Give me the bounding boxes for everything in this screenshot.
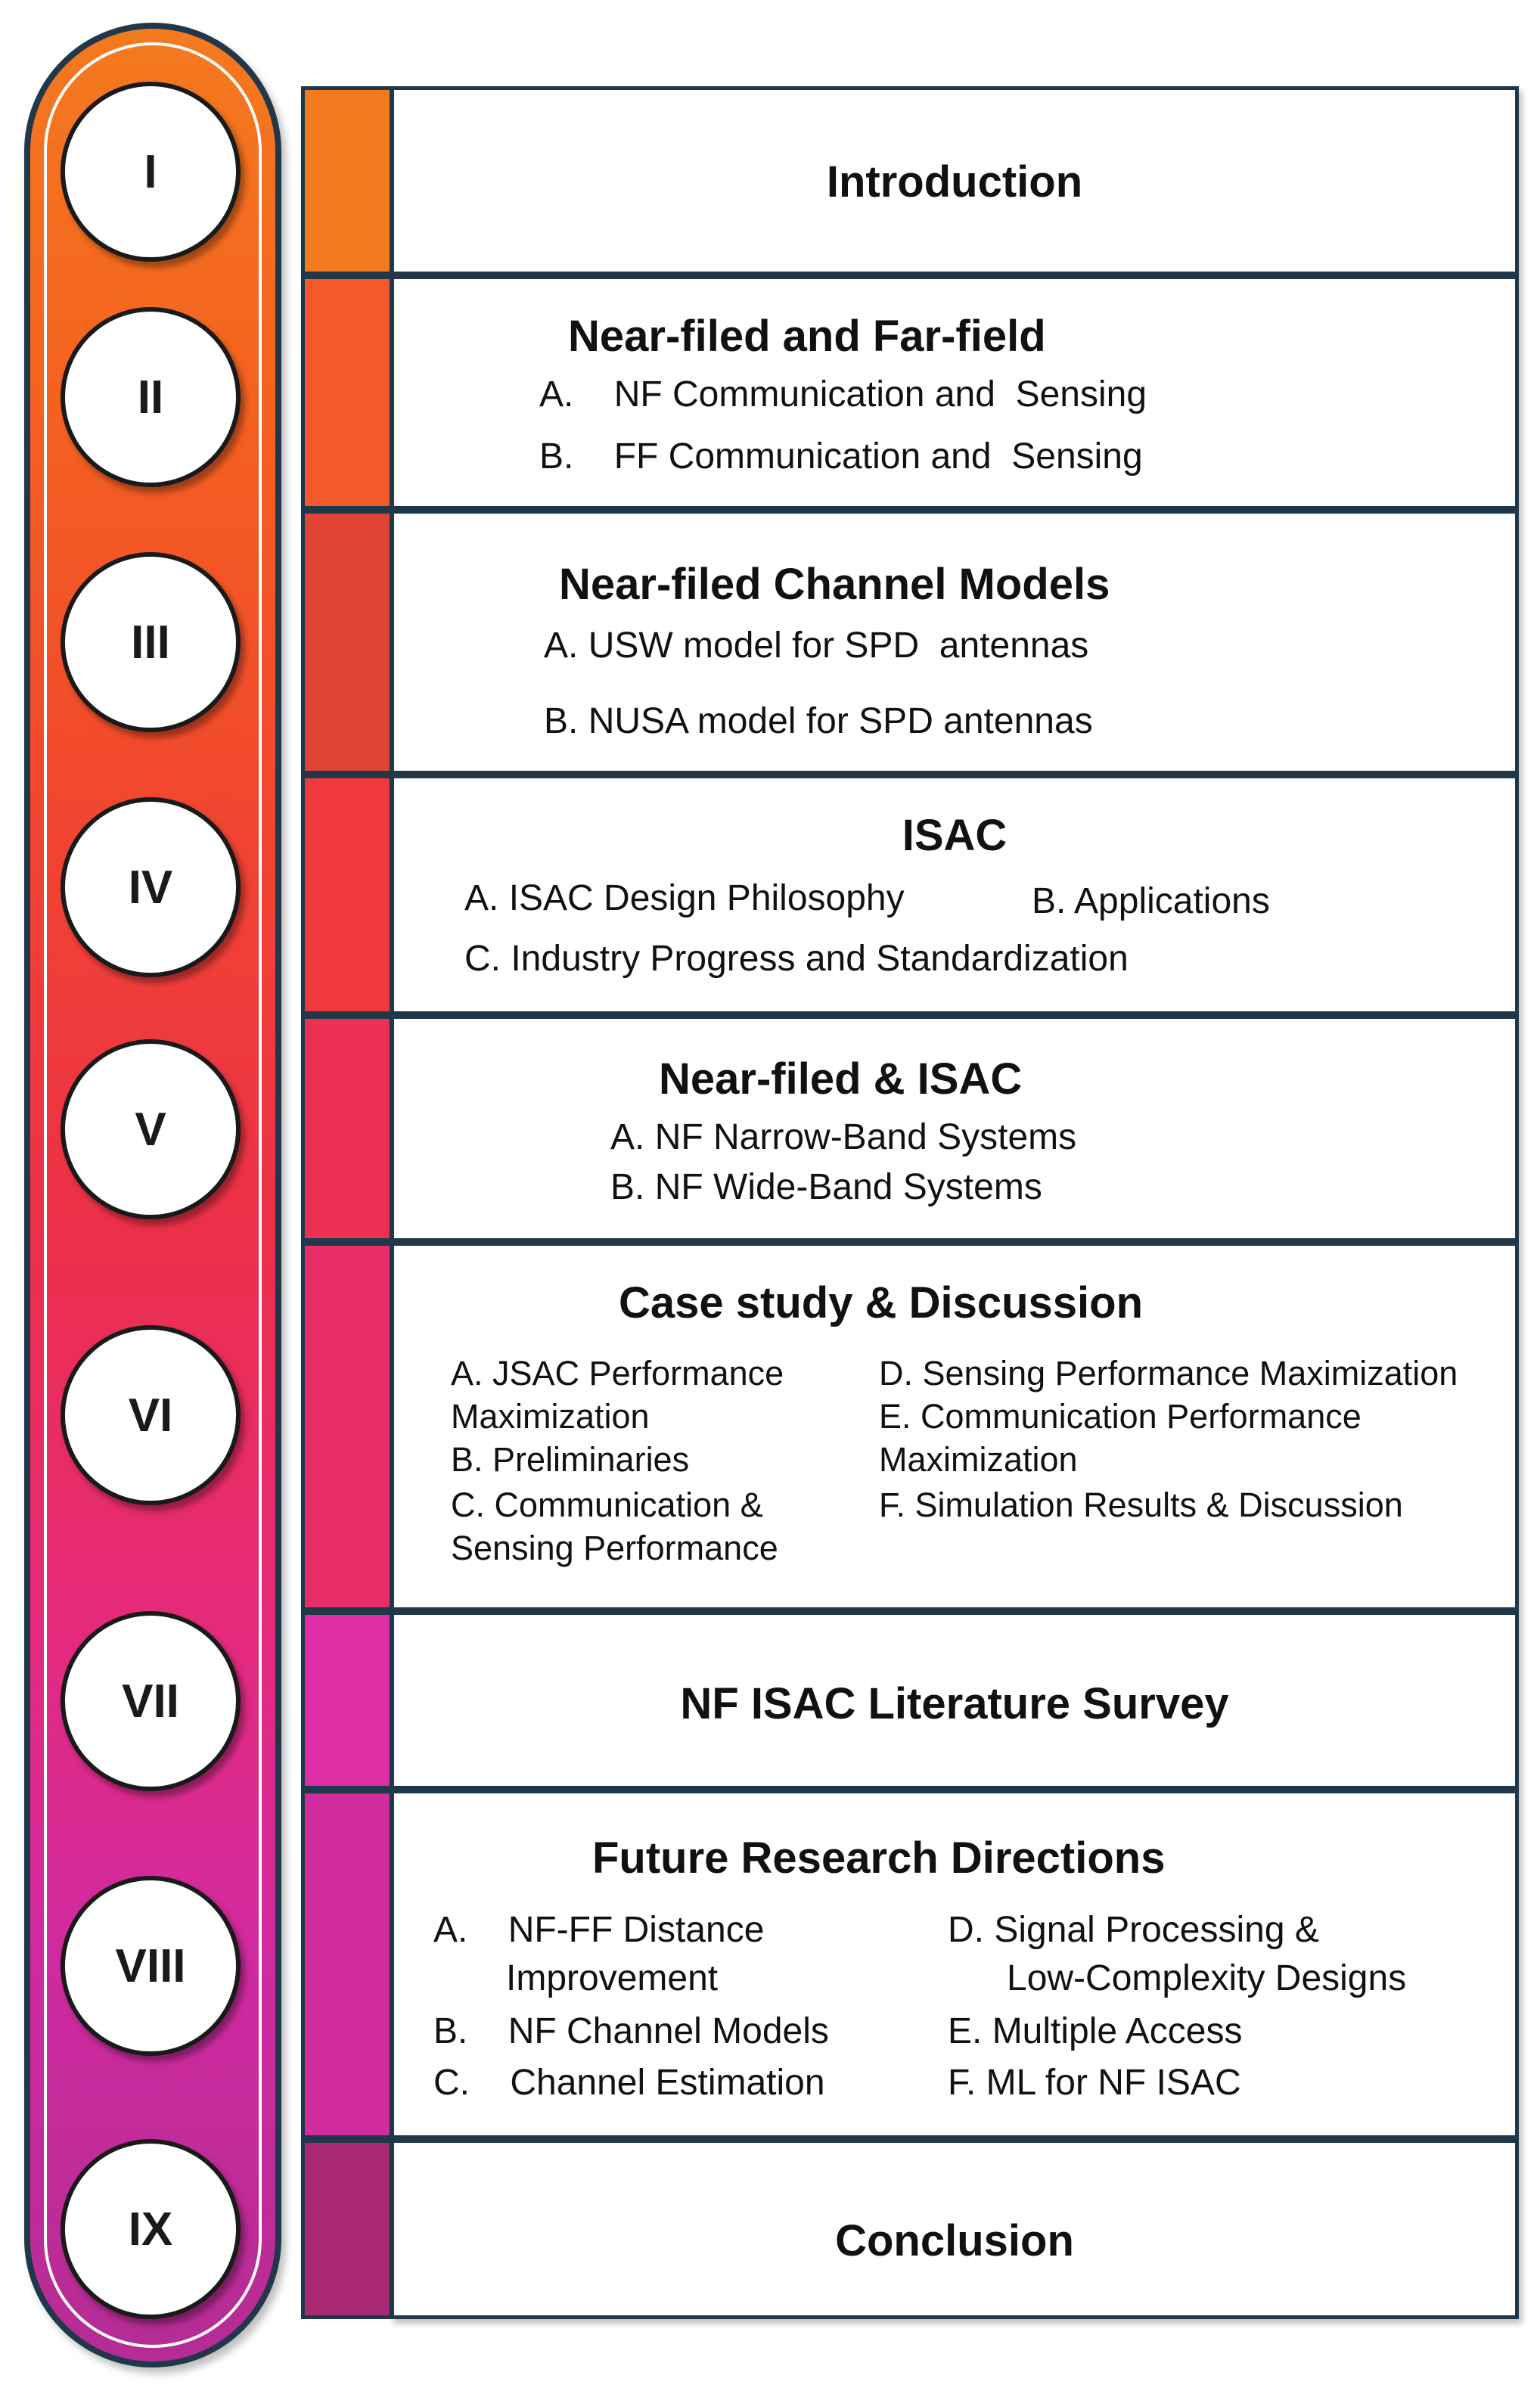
section-row-8: Future Research Directions A. NF-FF Dist… bbox=[301, 1790, 1519, 2139]
section-title: Near-filed and Far-field bbox=[568, 312, 1046, 361]
section-item: Maximization bbox=[879, 1440, 1078, 1479]
section-row-9: Conclusion bbox=[301, 2139, 1519, 2319]
section-item: A. USW model for SPD antennas bbox=[544, 626, 1089, 666]
section-color-strip bbox=[301, 86, 393, 275]
numeral-circle-1: I bbox=[61, 82, 241, 262]
section-item: F. ML for NF ISAC bbox=[948, 2063, 1241, 2103]
section-title: ISAC bbox=[902, 811, 1008, 860]
section-row-5: Near-filed & ISAC A. NF Narrow-Band Syst… bbox=[301, 1015, 1519, 1242]
section-title: Introduction bbox=[826, 157, 1083, 206]
section-box: Conclusion bbox=[390, 2139, 1519, 2319]
numeral-circle-4: IV bbox=[61, 797, 241, 977]
section-item: B. NF Channel Models bbox=[433, 2011, 829, 2051]
section-item: B. Preliminaries bbox=[451, 1440, 690, 1479]
section-color-strip bbox=[301, 1611, 393, 1790]
section-color-strip bbox=[301, 2139, 393, 2319]
numeral-circle-5: V bbox=[61, 1039, 241, 1219]
section-item: A. JSAC Performance bbox=[451, 1354, 784, 1393]
section-color-strip bbox=[301, 275, 393, 510]
section-item: C. Communication & bbox=[451, 1486, 763, 1524]
section-title: Future Research Directions bbox=[592, 1833, 1166, 1883]
section-row-6: Case study & Discussion A. JSAC Performa… bbox=[301, 1242, 1519, 1611]
section-color-strip bbox=[301, 1015, 393, 1242]
section-box: Near-filed Channel Models A. USW model f… bbox=[390, 510, 1519, 775]
section-item: C. Channel Estimation bbox=[433, 2063, 825, 2103]
section-item: E. Communication Performance bbox=[879, 1397, 1361, 1436]
section-title: Conclusion bbox=[835, 2216, 1074, 2265]
section-color-strip bbox=[301, 1790, 393, 2139]
section-row-1: Introduction bbox=[301, 86, 1519, 275]
section-item: Maximization bbox=[451, 1397, 650, 1436]
section-item: F. Simulation Results & Discussion bbox=[879, 1486, 1403, 1524]
section-item: C. Industry Progress and Standardization bbox=[464, 939, 1129, 979]
numeral-circle-7: VII bbox=[61, 1611, 241, 1791]
section-item: A. NF-FF Distance bbox=[433, 1910, 765, 1950]
section-title: Case study & Discussion bbox=[619, 1278, 1143, 1327]
section-color-strip bbox=[301, 510, 393, 775]
section-color-strip bbox=[301, 775, 393, 1015]
section-title: NF ISAC Literature Survey bbox=[680, 1679, 1229, 1728]
numeral-circle-9: IX bbox=[61, 2139, 241, 2319]
section-box: Future Research Directions A. NF-FF Dist… bbox=[390, 1790, 1519, 2139]
section-item: A. ISAC Design Philosophy bbox=[464, 878, 905, 918]
numeral-circle-6: VI bbox=[61, 1325, 241, 1505]
section-item: A. NF Narrow-Band Systems bbox=[610, 1117, 1077, 1157]
numeral-circle-2: II bbox=[61, 307, 241, 487]
section-item: B. NUSA model for SPD antennas bbox=[544, 701, 1093, 741]
section-box: Near-filed & ISAC A. NF Narrow-Band Syst… bbox=[390, 1015, 1519, 1242]
section-box: Near-filed and Far-field A. NF Communica… bbox=[390, 275, 1519, 510]
section-row-2: Near-filed and Far-field A. NF Communica… bbox=[301, 275, 1519, 510]
numeral-circle-8: VIII bbox=[61, 1876, 241, 2056]
section-item: Improvement bbox=[506, 1958, 719, 1998]
section-row-4: ISAC A. ISAC Design Philosophy B. Applic… bbox=[301, 775, 1519, 1015]
section-item: D. Sensing Performance Maximization bbox=[879, 1354, 1458, 1393]
section-item: B. Applications bbox=[1032, 881, 1270, 921]
section-box: Case study & Discussion A. JSAC Performa… bbox=[390, 1242, 1519, 1611]
section-item: A. NF Communication and Sensing bbox=[539, 374, 1147, 415]
section-title: Near-filed & ISAC bbox=[659, 1054, 1023, 1104]
section-row-3: Near-filed Channel Models A. USW model f… bbox=[301, 510, 1519, 775]
section-item: D. Signal Processing & bbox=[948, 1910, 1319, 1950]
timeline-inner-outline bbox=[44, 42, 262, 2348]
section-color-strip bbox=[301, 1242, 393, 1611]
section-item: E. Multiple Access bbox=[948, 2011, 1243, 2051]
section-item: B. FF Communication and Sensing bbox=[539, 436, 1143, 477]
section-box: Introduction bbox=[390, 86, 1519, 275]
section-item: B. NF Wide-Band Systems bbox=[610, 1167, 1042, 1207]
section-title: Near-filed Channel Models bbox=[559, 560, 1110, 609]
numeral-circle-3: III bbox=[61, 552, 241, 732]
section-box: ISAC A. ISAC Design Philosophy B. Applic… bbox=[390, 775, 1519, 1015]
section-item: Low-Complexity Designs bbox=[1007, 1958, 1407, 1998]
section-item: Sensing Performance bbox=[451, 1529, 778, 1567]
section-row-7: NF ISAC Literature Survey bbox=[301, 1611, 1519, 1790]
section-box: NF ISAC Literature Survey bbox=[390, 1611, 1519, 1790]
